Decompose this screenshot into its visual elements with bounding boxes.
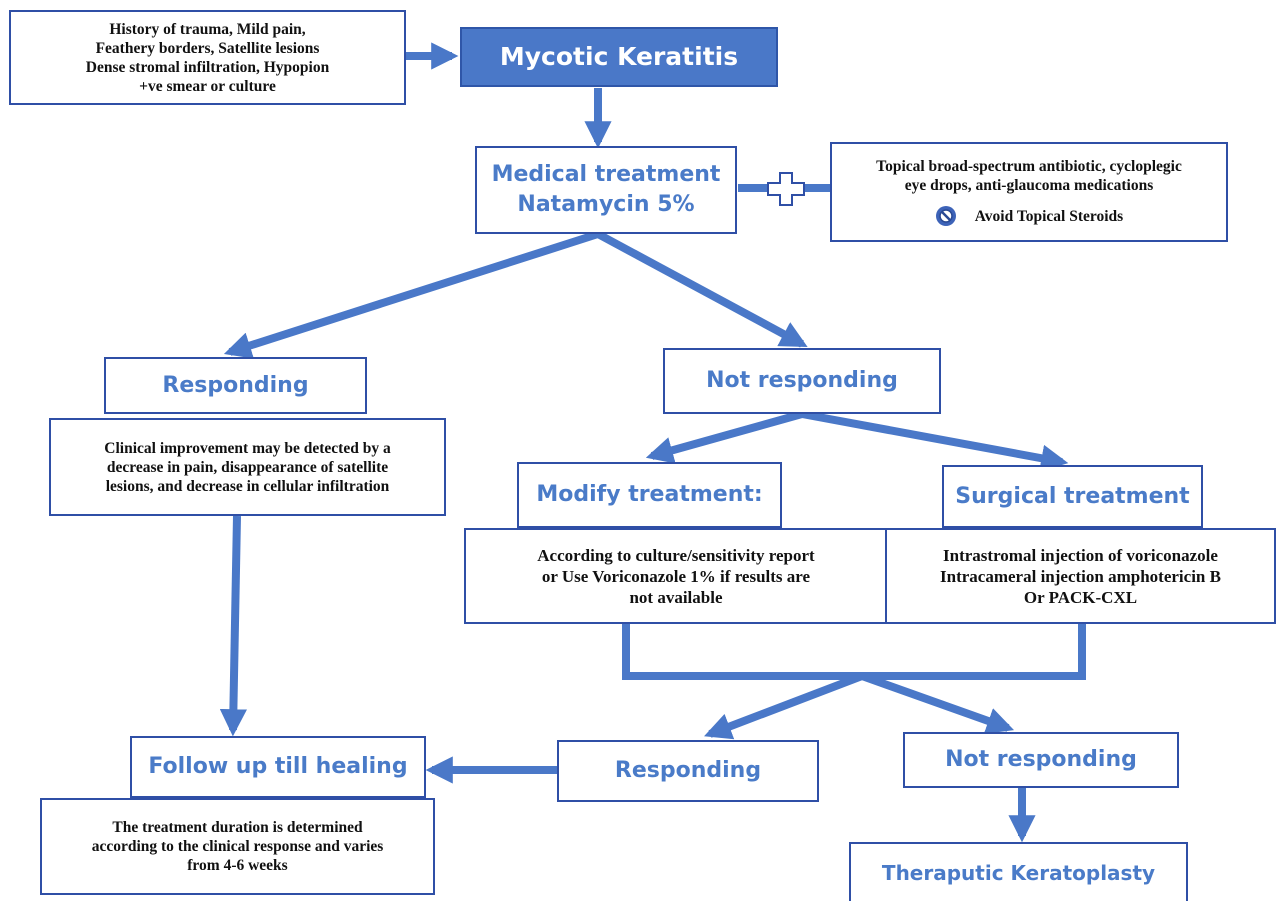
not-responding-label-2: Not responding: [945, 747, 1137, 772]
avoid-steroids-text: Avoid Topical Steroids: [974, 207, 1124, 225]
follow-up-label: Follow up till healing: [148, 754, 408, 779]
clinical-improvement-line: Clinical improvement may be detected by …: [104, 439, 391, 457]
diagnosis-line: History of trauma, Mild pain,: [109, 20, 306, 38]
arrow-merge-to-not-responding: [860, 672, 1015, 734]
diagnosis-line: +ve smear or culture: [139, 77, 276, 95]
modify-treatment-label: Modify treatment:: [536, 482, 763, 507]
arrow-not-responding-to-modify: [645, 410, 804, 464]
surgical-detail-line: Or PACK-CXL: [1023, 587, 1138, 607]
arrow-medical-to-responding: [223, 230, 600, 359]
treatment-duration-box: The treatment duration is determined acc…: [40, 798, 435, 895]
follow-up-box: Follow up till healing: [130, 736, 426, 798]
responding-label: Responding: [162, 372, 309, 398]
clinical-improvement-box: Clinical improvement may be detected by …: [49, 418, 446, 516]
avoid-steroids-row: Avoid Topical Steroids: [935, 205, 1123, 227]
modify-treatment-details-box: According to culture/sensitivity report …: [464, 528, 888, 624]
clinical-improvement-line: lesions, and decrease in cellular infilt…: [105, 477, 390, 495]
not-responding-box: Not responding: [663, 348, 941, 414]
diagram-title: Mycotic Keratitis: [499, 42, 739, 71]
responding-box-2: Responding: [557, 740, 819, 802]
medical-treatment-box: Medical treatment Natamycin 5%: [475, 146, 737, 234]
diagnosis-line: Feathery borders, Satellite lesions: [95, 39, 320, 57]
surgical-details-box: Intrastromal injection of voriconazole I…: [885, 528, 1276, 624]
adjunct-line: Topical broad-spectrum antibiotic, cyclo…: [876, 158, 1182, 175]
plus-icon: [767, 172, 805, 206]
prohibited-icon: [935, 206, 956, 226]
medical-treatment-label: Medical treatment: [491, 162, 721, 187]
arrow-responding-to-follow-up: [219, 515, 247, 737]
not-responding-label: Not responding: [706, 368, 898, 393]
keratoplasty-box: Theraputic Keratoplasty: [849, 842, 1188, 901]
modify-detail-line: or Use Voriconazole 1% if results are: [541, 566, 811, 586]
surgical-detail-line: Intracameral injection amphotericin B: [940, 566, 1221, 586]
treatment-duration-line: The treatment duration is determined: [112, 819, 363, 836]
treatment-duration-line: according to the clinical response and v…: [91, 838, 384, 855]
arrow-medical-to-not-responding: [596, 230, 808, 348]
treatment-duration-line: from 4-6 weeks: [187, 857, 288, 874]
surgical-treatment-label: Surgical treatment: [955, 483, 1190, 509]
not-responding-box-2: Not responding: [903, 732, 1179, 788]
modify-treatment-box: Modify treatment:: [517, 462, 782, 528]
modify-detail-line: not available: [629, 587, 723, 607]
adjunct-line: eye drops, anti-glaucoma medications: [904, 177, 1154, 194]
diagnosis-criteria-box: History of trauma, Mild pain, Feathery b…: [9, 10, 406, 105]
medical-treatment-drug: Natamycin 5%: [517, 192, 695, 217]
connector-merge-treatments: [622, 624, 1086, 680]
surgical-detail-line: Intrastromal injection of voriconazole: [943, 545, 1218, 565]
title-box: Mycotic Keratitis: [460, 27, 778, 87]
clinical-improvement-line: decrease in pain, disappearance of satel…: [106, 458, 389, 476]
responding-label-2: Responding: [614, 758, 762, 783]
arrow-not-responding-to-surgical: [801, 410, 1069, 472]
arrow-merge-to-responding: [704, 672, 864, 740]
responding-box: Responding: [104, 357, 367, 414]
adjunct-therapy-box: Topical broad-spectrum antibiotic, cyclo…: [830, 142, 1228, 242]
surgical-treatment-box: Surgical treatment: [942, 465, 1203, 528]
diagnosis-line: Dense stromal infiltration, Hypopion: [85, 58, 330, 76]
modify-detail-line: According to culture/sensitivity report: [537, 545, 815, 565]
keratoplasty-label: Theraputic Keratoplasty: [881, 860, 1156, 885]
